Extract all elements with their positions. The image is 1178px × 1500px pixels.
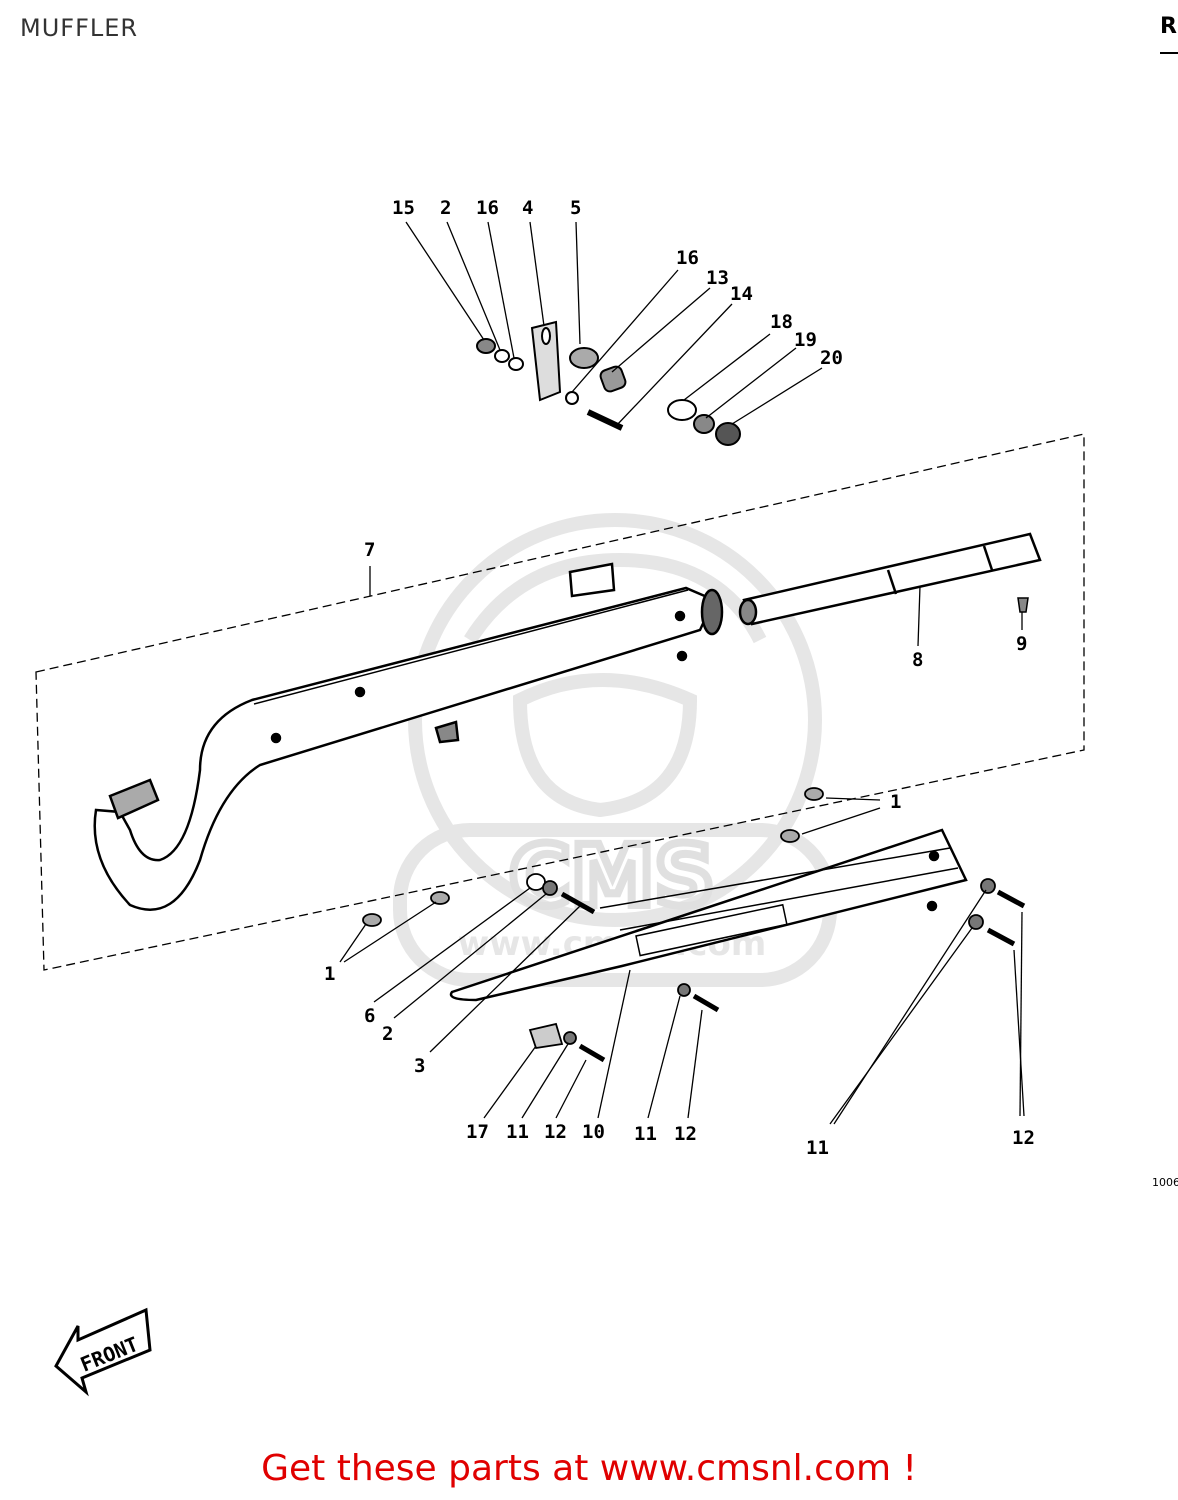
callout-12b: 12 bbox=[674, 1123, 697, 1145]
callout-9: 9 bbox=[1016, 633, 1027, 655]
page-title: MUFFLER bbox=[20, 14, 139, 42]
part-washer-16b bbox=[565, 391, 579, 405]
callout-17: 17 bbox=[466, 1121, 489, 1143]
part-nut-20 bbox=[715, 422, 741, 446]
callout-1a: 1 bbox=[890, 791, 901, 813]
callout-15: 15 bbox=[392, 197, 415, 219]
front-arrow-icon: FRONT bbox=[54, 1307, 152, 1397]
diagram-reference-code: 1006 bbox=[1152, 1176, 1178, 1189]
callout-3: 3 bbox=[414, 1055, 425, 1077]
callout-8: 8 bbox=[912, 649, 923, 671]
part-spacer-13 bbox=[599, 365, 627, 393]
part-muffler-7 bbox=[93, 562, 724, 911]
assembly-frame bbox=[35, 433, 1085, 971]
part-guard-10 bbox=[449, 828, 968, 1002]
part-tailpipe-8 bbox=[738, 532, 1042, 626]
callout-11a: 11 bbox=[506, 1121, 529, 1143]
callout-6: 6 bbox=[364, 1005, 375, 1027]
callout-13: 13 bbox=[706, 267, 729, 289]
callout-12c: 12 bbox=[1012, 1127, 1035, 1149]
callout-1b: 1 bbox=[324, 963, 335, 985]
mount-hardware bbox=[476, 320, 741, 446]
part-bracket-4 bbox=[530, 320, 562, 402]
part-screw-9 bbox=[1017, 597, 1029, 613]
callout-7: 7 bbox=[364, 539, 375, 561]
callout-11c: 11 bbox=[806, 1137, 829, 1159]
part-washer-2 bbox=[494, 349, 510, 363]
callout-16: 16 bbox=[476, 197, 499, 219]
corner-mark: R bbox=[1160, 14, 1177, 39]
callout-4: 4 bbox=[522, 197, 533, 219]
callout-19: 19 bbox=[794, 329, 817, 351]
callout-16b: 16 bbox=[676, 247, 699, 269]
leader-lines bbox=[339, 221, 1025, 1125]
callout-5: 5 bbox=[570, 197, 581, 219]
part-lockwasher-19 bbox=[693, 414, 715, 434]
part-nut-15 bbox=[476, 338, 496, 354]
part-collar-5 bbox=[569, 347, 599, 369]
corner-rule bbox=[1160, 52, 1178, 54]
callout-14: 14 bbox=[730, 283, 753, 305]
parts-link-banner[interactable]: Get these parts at www.cmsnl.com ! bbox=[261, 1448, 917, 1489]
callout-labels: 15 2 16 4 5 16 13 14 18 19 20 7 8 9 1 1 … bbox=[324, 197, 1035, 1159]
callout-11b: 11 bbox=[634, 1123, 657, 1145]
callout-20: 20 bbox=[820, 347, 843, 369]
part-washer-16 bbox=[508, 357, 524, 371]
callout-18: 18 bbox=[770, 311, 793, 333]
callout-10: 10 bbox=[582, 1121, 605, 1143]
callout-2: 2 bbox=[440, 197, 451, 219]
callout-12a: 12 bbox=[544, 1121, 567, 1143]
guard-hardware bbox=[362, 787, 1026, 1063]
part-washer-18 bbox=[667, 399, 697, 421]
callout-2b: 2 bbox=[382, 1023, 393, 1045]
